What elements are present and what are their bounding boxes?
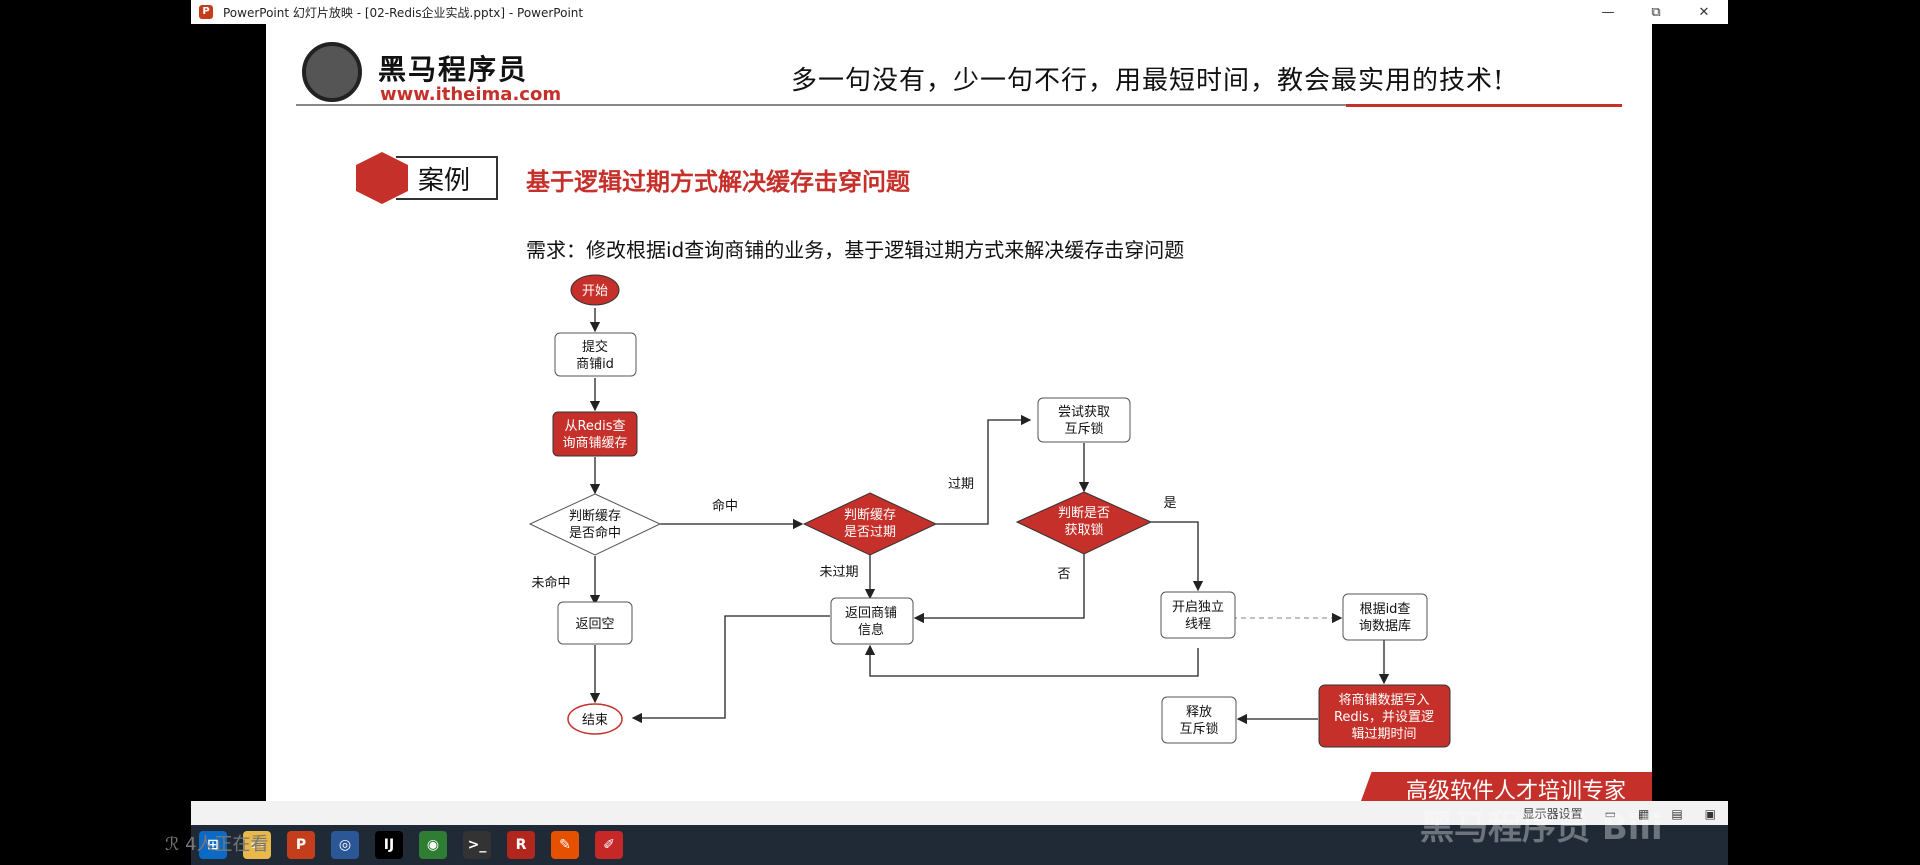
node-judge-lock-label-2: 获取锁 [1064,522,1103,538]
app-taskbar-icon[interactable]: ◎ [331,831,359,859]
slide: 黑马程序员 www.itheima.com 多一句没有，少一句不行，用最短时间，… [266,24,1652,801]
terminal-taskbar-icon[interactable]: >_ [463,831,491,859]
node-write-redis-label-3: 辑过期时间 [1351,727,1416,742]
node-new-thread-label-1: 开启独立 [1172,600,1224,615]
header-slogan: 多一句没有，少一句不行，用最短时间，教会最实用的技术! [791,66,1505,96]
node-submit-id: 提交 商铺id [554,332,637,377]
header-divider [296,104,1622,106]
edge-label-no: 否 [1057,567,1070,582]
node-start-label: 开始 [582,284,608,299]
node-query-db: 根据id查 询数据库 [1342,593,1428,641]
node-query-db-label-1: 根据id查 [1360,602,1411,617]
node-start: 开始 [570,274,620,306]
reading-view-icon[interactable]: ▤ [1671,806,1683,821]
node-return-null: 返回空 [557,601,633,645]
redis-taskbar-icon[interactable]: R [507,831,535,859]
node-end-label: 结束 [582,713,608,728]
normal-view-icon[interactable]: ▭ [1604,806,1616,821]
edge-label-yes: 是 [1163,496,1176,511]
node-try-lock-label-2: 互斥锁 [1064,421,1103,437]
node-query-redis-label-1: 从Redis查 [564,419,625,434]
window-title: PowerPoint 幻灯片放映 - [02-Redis企业实战.pptx] -… [223,5,584,20]
edge-label-hit: 命中 [712,498,738,514]
video-watermark: 黑马程序员 Bili [1420,808,1663,848]
slide-sorter-icon[interactable]: ▦ [1637,806,1650,821]
node-try-lock-label-1: 尝试获取 [1058,405,1110,420]
node-judge-expired-label-1: 判断缓存 [844,508,896,523]
slideshow-statusbar: 显示器设置 ▭ ▦ ▤ ▣ [191,801,1728,825]
node-new-thread-label-2: 线程 [1185,617,1211,632]
node-release-lock-label-2: 互斥锁 [1179,721,1218,737]
viewer-count: ℛ 4人正在看 [165,834,269,855]
draw-taskbar-icon[interactable]: ✎ [551,831,579,859]
node-write-redis-label-1: 将商铺数据写入 [1338,693,1429,708]
maximize-button[interactable]: ⧉ [1651,4,1661,20]
node-end: 结束 [567,703,623,735]
node-return-null-label: 返回空 [575,617,614,632]
node-query-db-label-2: 询数据库 [1359,618,1411,634]
file-explorer-icon[interactable]: ▭ [243,831,271,859]
node-submit-label-2: 商铺id [576,357,614,372]
taskbar: ⊞ ▭ P ◎ IJ ◉ >_ R ✎ ✐ [191,825,1728,865]
case-badge-frame [396,156,498,200]
node-release-lock-label-1: 释放 [1186,705,1212,720]
node-write-redis-label-2: Redis，并设置逻 [1334,710,1434,725]
pen-taskbar-icon[interactable]: ✐ [595,831,623,859]
windows-start-icon[interactable]: ⊞ [199,831,227,859]
document-icon [356,152,408,204]
window-controls: — ⧉ ✕ [1584,0,1728,24]
horse-logo-icon [302,42,362,102]
node-judge-expired: 判断缓存 是否过期 [802,492,938,556]
node-new-thread: 开启独立 线程 [1160,591,1236,639]
logo-url: www.itheima.com [380,84,562,105]
node-judge-hit-label-2: 是否命中 [569,525,621,541]
node-query-redis: 从Redis查 询商铺缓存 [552,411,638,457]
case-badge-label: 案例 [418,166,471,196]
node-release-lock: 释放 互斥锁 [1161,696,1237,744]
edge-label-expired: 过期 [948,477,974,492]
node-judge-lock-label-1: 判断是否 [1058,506,1110,521]
chrome-taskbar-icon[interactable]: ◉ [419,831,447,859]
logo-name: 黑马程序员 [378,53,529,86]
node-return-info-label-1: 返回商铺 [845,606,897,621]
statusbar-controls: 显示器设置 ▭ ▦ ▤ ▣ [1523,805,1716,822]
intellij-taskbar-icon[interactable]: IJ [375,831,403,859]
node-judge-hit-label-1: 判断缓存 [569,509,621,524]
minimize-button[interactable]: — [1601,4,1615,20]
node-judge-lock: 判断是否 获取锁 [1015,491,1153,555]
node-try-lock: 尝试获取 互斥锁 [1037,397,1131,443]
display-settings-button[interactable]: 显示器设置 [1522,807,1583,821]
node-judge-hit: 判断缓存 是否命中 [528,493,662,556]
flowchart: 开始 提交 商铺id 从Redis查 询商铺缓存 判断缓存 是否命中 命中 未命… [528,274,1451,748]
node-submit-label-1: 提交 [582,339,608,355]
section-title: 基于逻辑过期方式解决缓存击穿问题 [526,168,910,196]
header-accent-line [1346,104,1622,107]
edge-label-miss: 未命中 [531,575,570,591]
powerpoint-taskbar-icon[interactable]: P [287,831,315,859]
footer-slogan: 高级软件人才培训专家 [1406,779,1627,801]
requirement-text: 需求：修改根据id查询商铺的业务，基于逻辑过期方式来解决缓存击穿问题 [526,238,1185,262]
close-button[interactable]: ✕ [1698,4,1710,20]
window-titlebar: P PowerPoint 幻灯片放映 - [02-Redis企业实战.pptx]… [191,0,1728,24]
node-judge-expired-label-2: 是否过期 [844,525,896,540]
powerpoint-icon: P [199,5,213,19]
slideshow-icon[interactable]: ▣ [1704,806,1716,821]
node-query-redis-label-2: 询商铺缓存 [562,436,627,451]
node-return-info-label-2: 信息 [858,622,884,638]
edge-label-not-expired: 未过期 [819,565,858,580]
node-return-info: 返回商铺 信息 [830,597,914,645]
node-write-redis: 将商铺数据写入 Redis，并设置逻 辑过期时间 [1318,684,1451,748]
